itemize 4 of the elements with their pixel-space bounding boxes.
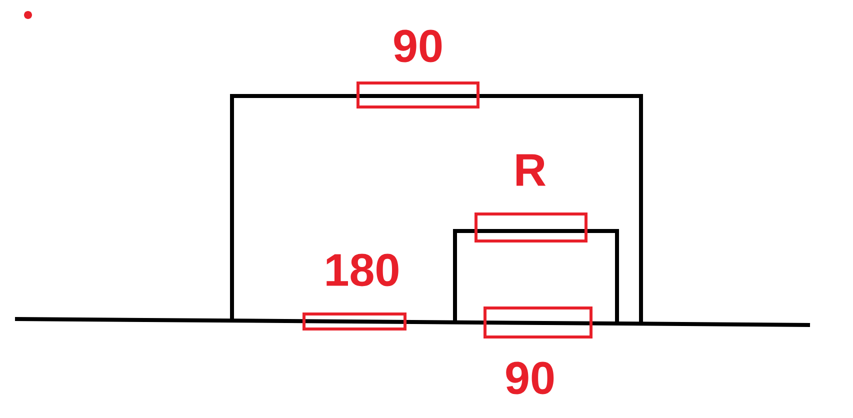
value-label: 180 xyxy=(326,254,398,286)
value-label: 90 xyxy=(394,30,442,62)
value-label: R xyxy=(516,154,546,186)
value-label: 90 xyxy=(506,362,554,394)
